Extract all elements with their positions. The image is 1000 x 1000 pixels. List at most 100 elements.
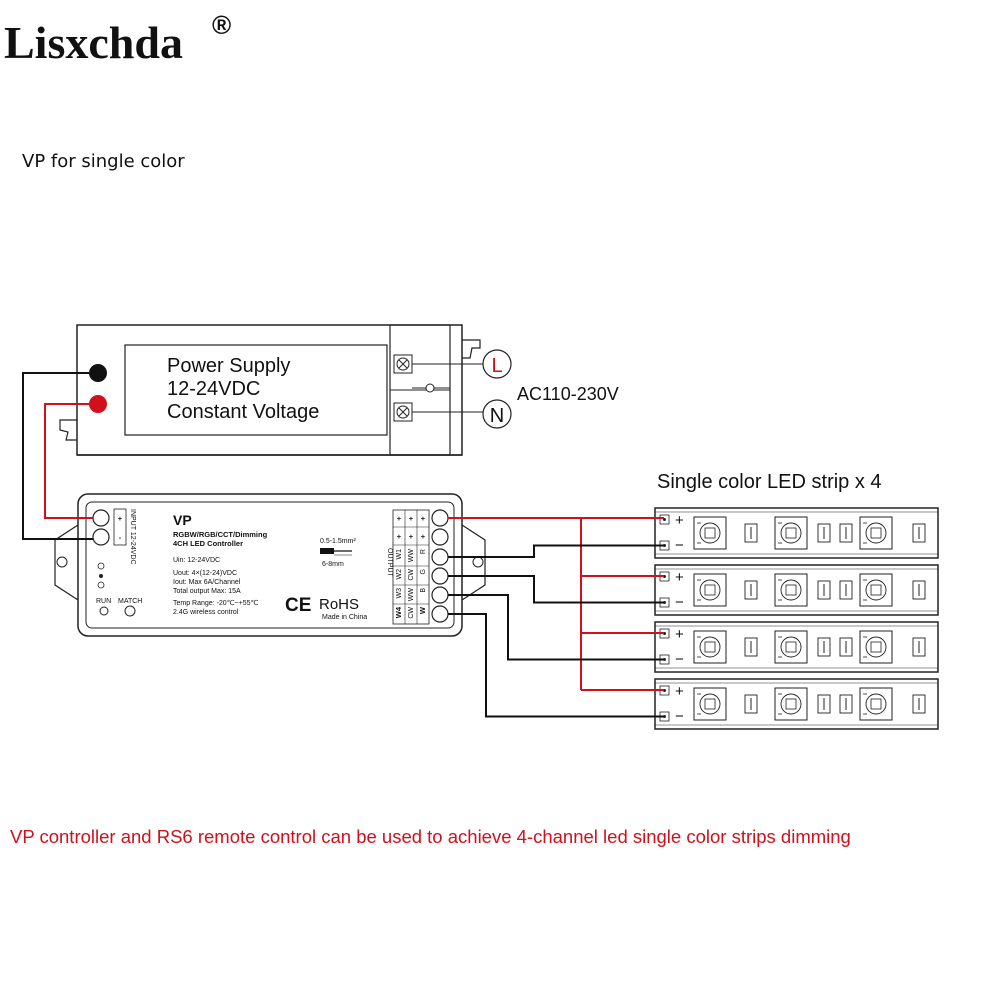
channel-label: W2 [396, 569, 403, 580]
output-channel-2-terminal [431, 567, 449, 585]
controller-face [85, 501, 455, 629]
led-chip-icon [774, 516, 808, 550]
registered-mark: ® [212, 10, 231, 40]
led-strip: +− [654, 621, 939, 673]
input-plus-label: + [118, 514, 123, 523]
channel-label: WW [408, 549, 415, 563]
psu-positive-wire [44, 403, 93, 519]
wire-strip-icon [320, 548, 352, 556]
run-led-icon [99, 606, 109, 616]
ac-terminal-screw-icon [393, 402, 413, 422]
output-plus-label: + [397, 514, 402, 523]
input-minus-label: - [119, 533, 122, 542]
resistor-icon [817, 637, 831, 657]
signal-led-icon [97, 581, 105, 589]
channel-label: W [418, 606, 427, 614]
status-dot-icon [99, 574, 103, 578]
power-supply-line-1: Power Supply [167, 355, 290, 377]
ac-voltage-label: AC110-230V [517, 384, 619, 404]
wire-gauge-label: 0.5-1.5mm² [320, 538, 356, 545]
channel-label: CW [408, 607, 415, 619]
led-strips: +−+−+−+− [654, 507, 939, 730]
live-terminal-icon [482, 349, 512, 379]
output-plus-label: + [409, 514, 414, 523]
strips-title: Single color LED strip x 4 [657, 471, 882, 493]
channel-label: B [420, 588, 427, 593]
resistor-icon [744, 580, 758, 600]
led-chip-icon [693, 516, 727, 550]
led-strip: +− [654, 678, 939, 730]
mounting-tab-icon [462, 339, 481, 359]
resistor-icon [912, 580, 926, 600]
led-chip-icon [774, 573, 808, 607]
psu-negative-wire [22, 372, 93, 540]
controller-housing [77, 493, 463, 637]
resistor-icon [839, 637, 853, 657]
page-heading: VP for single color [22, 151, 185, 172]
dc-output-positive-terminal [89, 395, 107, 413]
led-chip-icon [693, 573, 727, 607]
resistor-icon [839, 523, 853, 543]
ac-terminal-screw-icon [393, 354, 413, 374]
controller-flange-left [54, 524, 79, 601]
output-plus-label: + [409, 532, 414, 541]
strip-plus-label: + [675, 626, 684, 643]
led-chip-icon [774, 687, 808, 721]
live-terminal-label: L [491, 355, 502, 377]
output-terminal [431, 528, 449, 546]
channel-negative-wire [448, 613, 664, 718]
resistor-icon [817, 523, 831, 543]
input-positive-terminal [92, 509, 110, 527]
output-plus-label: + [397, 532, 402, 541]
neutral-terminal-label: N [490, 405, 504, 427]
controller-spec: Uout: 4×(12-24)VDC [173, 570, 237, 577]
brand-logo: Lisxchda [4, 17, 183, 68]
output-plus-label: + [421, 514, 426, 523]
controller-spec: Uin: 12-24VDC [173, 557, 220, 564]
match-button [124, 605, 136, 617]
output-channel-1-terminal [431, 548, 449, 566]
resistor-icon [912, 637, 926, 657]
channel-label: CW [408, 569, 415, 581]
led-chip-icon [693, 630, 727, 664]
strip-minus-label: − [675, 537, 684, 554]
resistor-icon [839, 694, 853, 714]
strip-plus-label: + [675, 569, 684, 586]
made-in-label: Made in China [322, 614, 367, 621]
channel-negative-wire [448, 575, 664, 604]
output-label: OUTPUT [386, 548, 393, 578]
resistor-icon [744, 637, 758, 657]
led-chip-icon [693, 687, 727, 721]
led-chip-icon [859, 630, 893, 664]
strip-plus-label: + [675, 512, 684, 529]
strip-length-label: 6-8mm [322, 561, 344, 568]
vp-controller: + - INPUT 12-24VDC RUN MATCH VP RGBW/RGB… [54, 493, 486, 637]
channel-label: R [420, 549, 427, 554]
channel-label: W4 [394, 606, 403, 618]
controller-spec: Total output Max: 15A [173, 588, 241, 595]
resistor-icon [839, 580, 853, 600]
channel-negative-wire [448, 544, 664, 558]
resistor-icon [817, 580, 831, 600]
input-negative-terminal [92, 528, 110, 546]
controller-spec: 2.4G wireless control [173, 609, 239, 616]
led-strip: +− [654, 564, 939, 616]
match-label: MATCH [118, 598, 142, 605]
power-supply: Power Supply 12-24VDC Constant Voltage [59, 324, 481, 456]
led-chip-icon [774, 630, 808, 664]
output-plus-label: + [421, 532, 426, 541]
channel-label: W3 [396, 588, 403, 599]
dc-output-negative-terminal [89, 364, 107, 382]
controller-flange-right [461, 524, 486, 601]
ac-mains: L N AC110-230V [412, 349, 619, 429]
power-supply-label-panel [124, 344, 388, 436]
strip-plus-label: + [675, 683, 684, 700]
power-led-icon [97, 562, 105, 570]
controller-subtitle-2: 4CH LED Controller [173, 539, 243, 548]
led-chip-icon [859, 516, 893, 550]
output-channel-3-terminal [431, 586, 449, 604]
strip-minus-label: − [675, 708, 684, 725]
input-rating-label: INPUT 12-24VDC [129, 509, 136, 565]
power-supply-line-2: 12-24VDC [167, 378, 260, 400]
